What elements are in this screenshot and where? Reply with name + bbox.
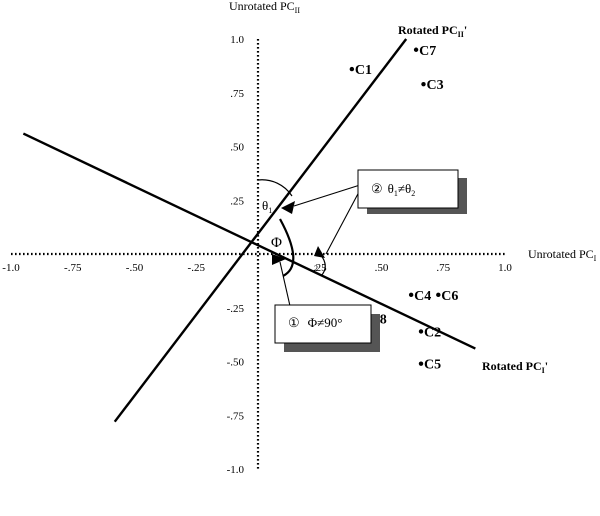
rotated-axis-line-2 bbox=[22, 132, 476, 350]
theta1-label: θ1 bbox=[262, 198, 272, 215]
data-points: C1C7C3C4C6C8C2C5 bbox=[349, 44, 458, 373]
data-point-c3 bbox=[421, 81, 426, 87]
theta2-subscript: 2 bbox=[314, 264, 318, 273]
y-tick-label: -.50 bbox=[227, 357, 245, 369]
axes bbox=[11, 39, 505, 469]
x-tick-label: -1.0 bbox=[2, 262, 20, 274]
y-tick-label: -.75 bbox=[227, 410, 245, 422]
rotated-axes bbox=[22, 38, 476, 423]
point-label-c5: C5 bbox=[424, 358, 441, 373]
tick-labels: -1.0 -.75 -.50 -.25 .25 .50 .75 1.0 1.0 .75 .50 .25… bbox=[2, 34, 512, 476]
data-point-c6 bbox=[436, 292, 441, 298]
callout-lines bbox=[279, 184, 361, 307]
point-label-c4: C4 bbox=[414, 289, 431, 304]
x-tick-label: 1.0 bbox=[498, 262, 512, 274]
svg-text:②θ1≠θ2: ②θ1≠θ2 bbox=[371, 181, 415, 198]
data-point-c7 bbox=[413, 47, 419, 52]
y-tick-label: -1.0 bbox=[227, 464, 245, 476]
y-axis-title: Unrotated PCII bbox=[229, 0, 300, 15]
rotated-pc1-label: Rotated PCI' bbox=[482, 359, 548, 375]
x-tick-label: .50 bbox=[375, 262, 389, 274]
theta1-arrowhead bbox=[281, 201, 295, 214]
point-label-c2: C2 bbox=[424, 325, 441, 340]
point-label-c1: C1 bbox=[355, 63, 372, 78]
x-tick-label: -.50 bbox=[126, 262, 144, 274]
y-tick-label: -.25 bbox=[227, 303, 245, 315]
x-tick-label: .25 bbox=[313, 262, 327, 274]
theta1-arc bbox=[257, 179, 293, 197]
x-tick-label: .75 bbox=[436, 262, 450, 274]
data-point-c1 bbox=[349, 66, 355, 72]
x-axis-title: Unrotated PCI bbox=[528, 247, 597, 263]
data-point-c2 bbox=[418, 329, 424, 334]
y-tick-label: .50 bbox=[230, 142, 244, 154]
y-tick-label: .25 bbox=[230, 195, 244, 207]
rotated-axis-line-1 bbox=[113, 38, 408, 423]
theta2-arrowhead bbox=[314, 246, 325, 258]
svg-text:①Φ≠90°: ①Φ≠90° bbox=[288, 315, 343, 330]
point-label-c6: C6 bbox=[441, 289, 458, 304]
y-tick-label: .75 bbox=[230, 88, 244, 100]
data-point-c5 bbox=[418, 361, 424, 366]
rotated-pc2-label: Rotated PCII' bbox=[398, 23, 467, 39]
phi-label: Φ bbox=[271, 235, 282, 251]
x-tick-label: -.75 bbox=[64, 262, 82, 274]
y-tick-label: 1.0 bbox=[230, 34, 244, 46]
phi-arrowhead bbox=[272, 254, 286, 265]
point-label-c7: C7 bbox=[419, 44, 436, 59]
x-tick-label: -.25 bbox=[188, 262, 206, 274]
data-point-c4 bbox=[408, 292, 414, 298]
point-label-c3: C3 bbox=[426, 78, 443, 93]
phi-arc bbox=[279, 218, 295, 277]
